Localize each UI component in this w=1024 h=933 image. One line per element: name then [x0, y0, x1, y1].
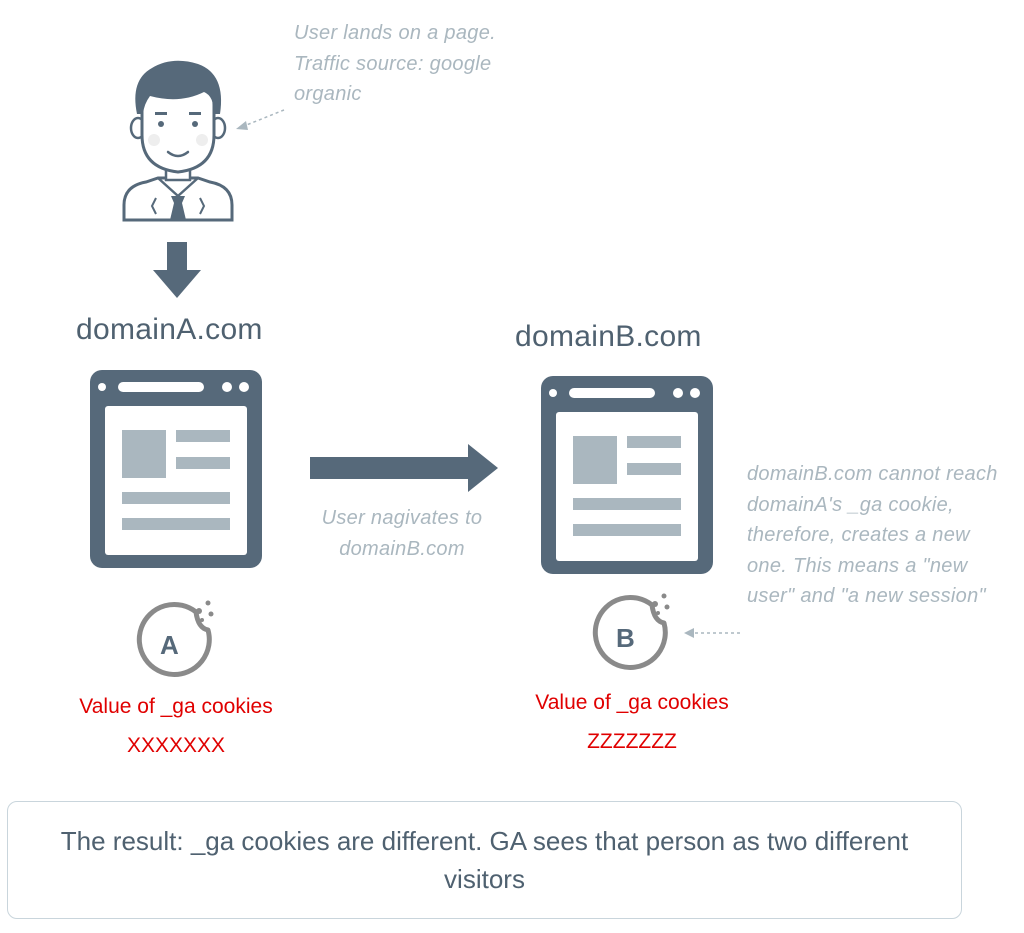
navigate-note: User nagivates to domainB.com [321, 507, 483, 560]
user-landing-note: User lands on a page. Traffic source: go… [294, 22, 496, 105]
browser-b-icon [541, 376, 713, 574]
cookie-a-label: Value of _ga cookies [79, 695, 273, 718]
browser-a-icon [90, 370, 262, 568]
domain-a-title: domainA.com [76, 313, 263, 346]
right-arrow-icon [310, 444, 498, 492]
cookie-a-icon [136, 600, 214, 677]
user-avatar-icon [122, 60, 234, 222]
cookie-a-letter: A [160, 630, 179, 660]
user-note-pointer [236, 109, 285, 130]
cookie-b-icon [592, 593, 670, 670]
down-arrow-icon [153, 242, 201, 298]
result-text: The result: _ga cookies are different. G… [60, 826, 909, 894]
cookie-b-pointer [684, 628, 740, 638]
cookie-b-label: Value of _ga cookies [535, 691, 729, 714]
cookie-a-value: XXXXXXX [126, 734, 226, 757]
result-box: The result: _ga cookies are different. G… [7, 801, 962, 919]
domain-b-note: domainB.com cannot reach domainA's _ga c… [747, 463, 998, 607]
cookie-b-letter: B [616, 623, 635, 653]
cookie-b-value: ZZZZZZZ [587, 730, 677, 753]
domain-b-title: domainB.com [515, 320, 702, 353]
